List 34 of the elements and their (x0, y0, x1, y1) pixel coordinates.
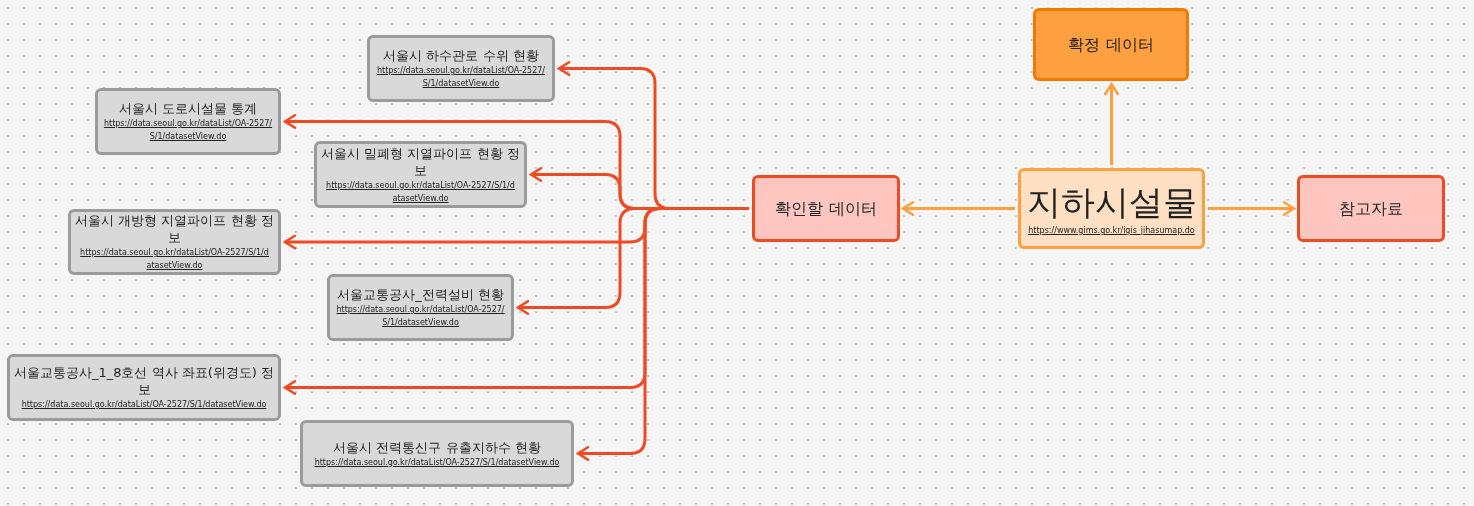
category-box (1297, 175, 1445, 242)
arrow (1104, 82, 1119, 165)
topic-box (1018, 168, 1205, 249)
box-title: 서울시 도로시설물 통계 (118, 100, 258, 117)
url-link: https://data.seoul.go.kr/dataList/OA-2527/S/1/datasetView.do (79, 247, 270, 272)
url-link: https://data.seoul.go.kr/dataList/OA-2527/S/1/datasetView.do (21, 399, 267, 411)
dataset-box (7, 354, 281, 421)
box-title: 확정 데이터 (1068, 34, 1154, 55)
arrow (901, 201, 1015, 216)
box-title: 서울교통공사_1_8호선 역사 좌표(위경도) 정보 (12, 364, 276, 398)
url-link: https://data.seoul.go.kr/dataList/OA-2527/S/1/datasetView.do (102, 118, 274, 143)
box-title: 참고자료 (1339, 198, 1403, 219)
dataset-box (327, 274, 514, 341)
dataset-box (68, 209, 281, 275)
box-title: 지하시설물 (1026, 181, 1197, 224)
url-link: https://data.seoul.go.kr/dataList/OA-2527/S/1/datasetView.do (335, 304, 506, 329)
box-title: 서울시 개방형 지열파이프 현황 정보 (74, 212, 275, 246)
box-title: 서울시 밀폐형 지열파이프 현황 정보 (320, 144, 521, 179)
url-link: https://data.seoul.go.kr/dataList/OA-2527/S/1/datasetView.do (325, 179, 516, 205)
url-link: https://data.seoul.go.kr/dataList/OA-2527/S/1/datasetView.do (375, 65, 547, 90)
dataset-box (314, 141, 527, 208)
category-box (752, 175, 900, 242)
dataset-box (300, 420, 574, 487)
box-title: 서울시 하수관로 수위 현황 (383, 47, 539, 64)
dataset-box (367, 35, 555, 102)
category-box (1033, 8, 1189, 81)
box-title: 서울교통공사_전력설비 현황 (337, 286, 504, 303)
box-title: 확인할 데이터 (775, 198, 877, 219)
box-title: 서울시 전력통신구 유출지하수 현황 (333, 438, 541, 456)
url-link: https://www.gims.go.kr/igis_jihasumap.do (1028, 225, 1195, 237)
arrow (576, 207, 749, 461)
arrow (1208, 201, 1296, 216)
url-link: https://data.seoul.go.kr/dataList/OA-2527/S/1/datasetView.do (314, 456, 560, 469)
dataset-box (95, 88, 281, 155)
